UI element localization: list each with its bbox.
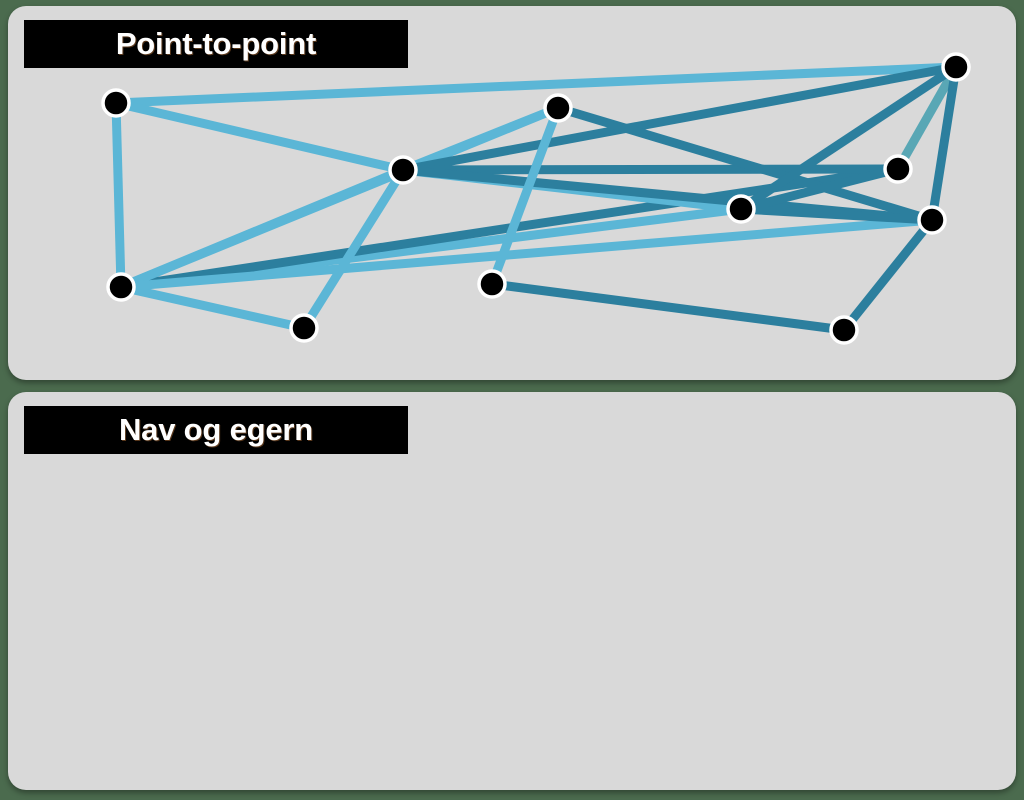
network-edge bbox=[927, 66, 961, 221]
network-edge bbox=[740, 204, 933, 225]
network-node[interactable] bbox=[917, 205, 947, 235]
network-edge bbox=[300, 167, 407, 331]
network-node[interactable] bbox=[106, 272, 136, 302]
network-node[interactable] bbox=[726, 194, 756, 224]
network-edge bbox=[402, 164, 899, 175]
panel-point-to-point: Point-to-point bbox=[8, 6, 1016, 380]
network-edge bbox=[115, 62, 957, 108]
point-to-point-network bbox=[101, 52, 971, 345]
network-edge bbox=[111, 102, 126, 288]
node-layer bbox=[101, 52, 971, 345]
network-edge bbox=[556, 103, 934, 225]
network-node[interactable] bbox=[289, 313, 319, 343]
network-node[interactable] bbox=[829, 315, 859, 345]
network-edge bbox=[840, 217, 936, 333]
network-node[interactable] bbox=[543, 93, 573, 123]
panel-title-bar-nav-og-egern: Nav og egern bbox=[24, 406, 408, 454]
network-edge bbox=[739, 164, 900, 214]
network-edge bbox=[894, 64, 960, 172]
panel-title-bar-point-to-point: Point-to-point bbox=[24, 20, 408, 68]
network-edge bbox=[402, 62, 957, 175]
network-edge bbox=[491, 279, 845, 335]
network-edge bbox=[120, 215, 933, 292]
panel-title-nav-og-egern: Nav og egern bbox=[119, 412, 313, 447]
network-edge bbox=[401, 103, 560, 175]
network-edge bbox=[487, 106, 563, 286]
network-node[interactable] bbox=[883, 154, 913, 184]
panel-title-point-to-point: Point-to-point bbox=[115, 26, 317, 61]
network-edge bbox=[738, 63, 959, 213]
edge-layer bbox=[111, 62, 961, 335]
network-node[interactable] bbox=[941, 52, 971, 82]
panel-nav-og-egern: HUBHUB Nav og egern bbox=[8, 392, 1016, 790]
network-node[interactable] bbox=[477, 269, 507, 299]
network-node[interactable] bbox=[101, 88, 131, 118]
network-node[interactable] bbox=[388, 155, 418, 185]
network-edge bbox=[114, 98, 405, 175]
network-edge bbox=[120, 282, 305, 333]
